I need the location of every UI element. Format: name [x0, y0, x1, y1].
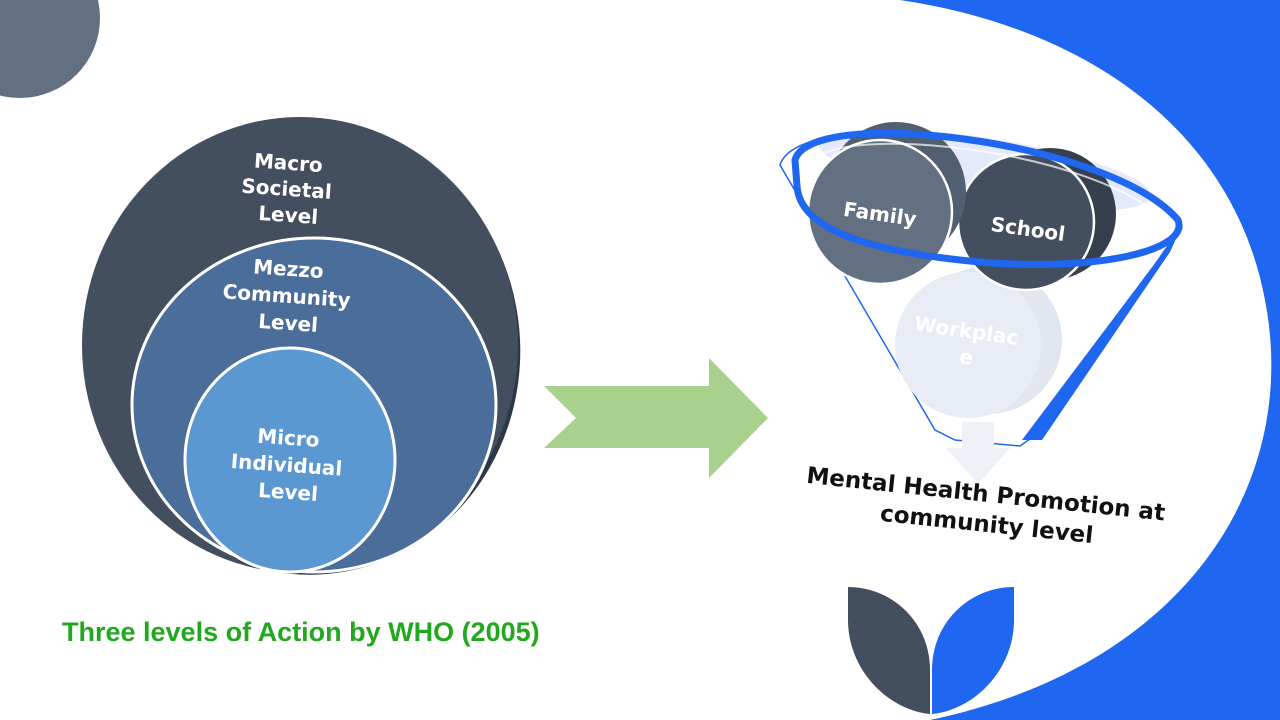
micro-level-line: Micro: [257, 424, 321, 452]
diagram-caption: Three levels of Action by WHO (2005): [62, 617, 540, 647]
down-arrow-icon: [946, 422, 1010, 484]
outcome-label: Mental Health Promotion at community lev…: [802, 463, 1174, 557]
funnel-diagram: Family School Workplac e Mental Health P…: [779, 122, 1183, 557]
macro-level-line: Macro: [253, 148, 323, 177]
funnel-rim-inner: [809, 142, 1166, 223]
macro-level-line: Level: [258, 201, 319, 229]
micro-level-line: Level: [257, 478, 318, 506]
blue-crescent-decoration: [900, 0, 1280, 720]
micro-level-circle: [183, 346, 397, 574]
leaf-left-decoration: [848, 587, 930, 714]
levels-diagram: Macro Societal Level Mezzo Community Lev…: [82, 117, 521, 575]
workplace-circle: [895, 272, 1041, 418]
funnel-rim: [791, 129, 1183, 268]
mezzo-level-line: Mezzo: [252, 254, 324, 283]
right-arrow-icon: [544, 358, 768, 478]
funnel-back-shade: [1022, 230, 1180, 440]
corner-circle-decoration: [0, 0, 100, 98]
mezzo-level-line: Level: [258, 309, 319, 337]
workplace-label-line: e: [958, 344, 975, 370]
leaf-right-decoration: [932, 587, 1014, 714]
